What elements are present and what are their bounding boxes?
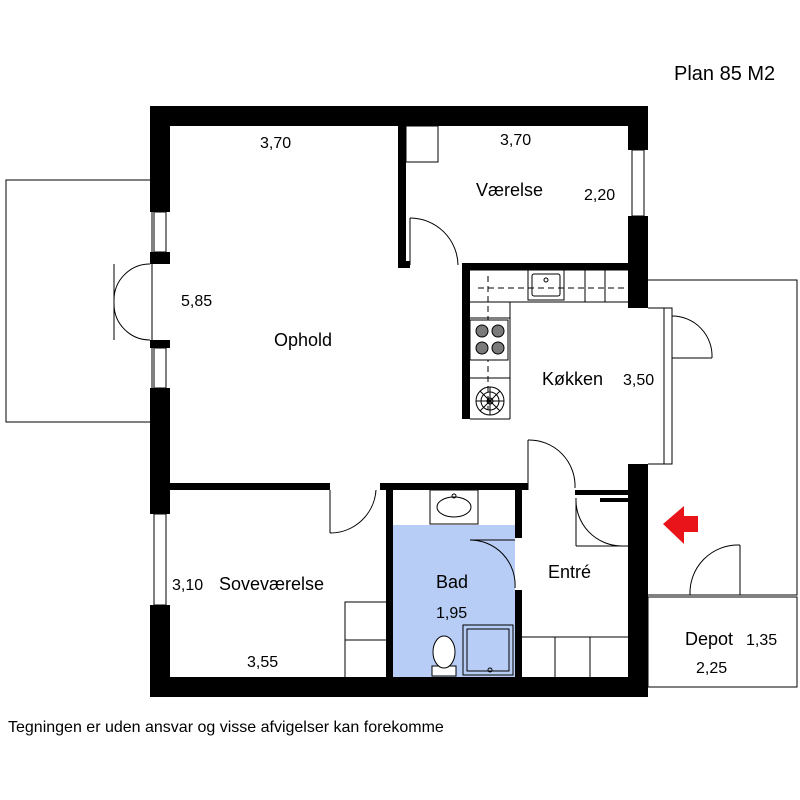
sovevaerelse-depth: 3,10 [172, 577, 203, 594]
windows [153, 149, 673, 606]
depot-depth: 1,35 [746, 632, 777, 649]
ophold-width: 3,70 [260, 135, 291, 152]
fridge-fan [475, 386, 505, 416]
depot-width: 2,25 [696, 660, 727, 677]
interior-walls [170, 126, 648, 677]
vaerelse-depth: 2,20 [584, 187, 615, 204]
sovevaerelse-label: Soveværelse [219, 574, 324, 594]
plan-title: Plan 85 M2 [674, 63, 775, 85]
entrance-arrow [663, 506, 698, 544]
depot-label: Depot [685, 629, 733, 649]
entrance-area-outline [648, 279, 798, 596]
entre-label: Entré [548, 562, 591, 582]
balcony [5, 179, 153, 423]
exterior-walls [150, 106, 648, 697]
sovevaerelse-width: 3,55 [247, 654, 278, 671]
vaerelse-label: Værelse [476, 180, 543, 200]
ophold-label: Ophold [274, 330, 332, 350]
washbasin [436, 493, 472, 518]
vaerelse-width: 3,70 [500, 132, 531, 149]
ophold-depth: 5,85 [181, 293, 212, 310]
hob [469, 319, 509, 361]
kokken-depth: 3,50 [623, 372, 654, 389]
bad-size: 1,95 [436, 605, 467, 622]
shower [462, 624, 514, 676]
doors [113, 217, 741, 596]
disclaimer: Tegningen er uden ansvar og visse afvige… [8, 719, 444, 736]
bad-label: Bad [436, 572, 468, 592]
toilet [431, 635, 457, 677]
thin-lines [344, 125, 798, 688]
kitchen-sink [527, 269, 565, 301]
kokken-label: Køkken [542, 369, 603, 389]
